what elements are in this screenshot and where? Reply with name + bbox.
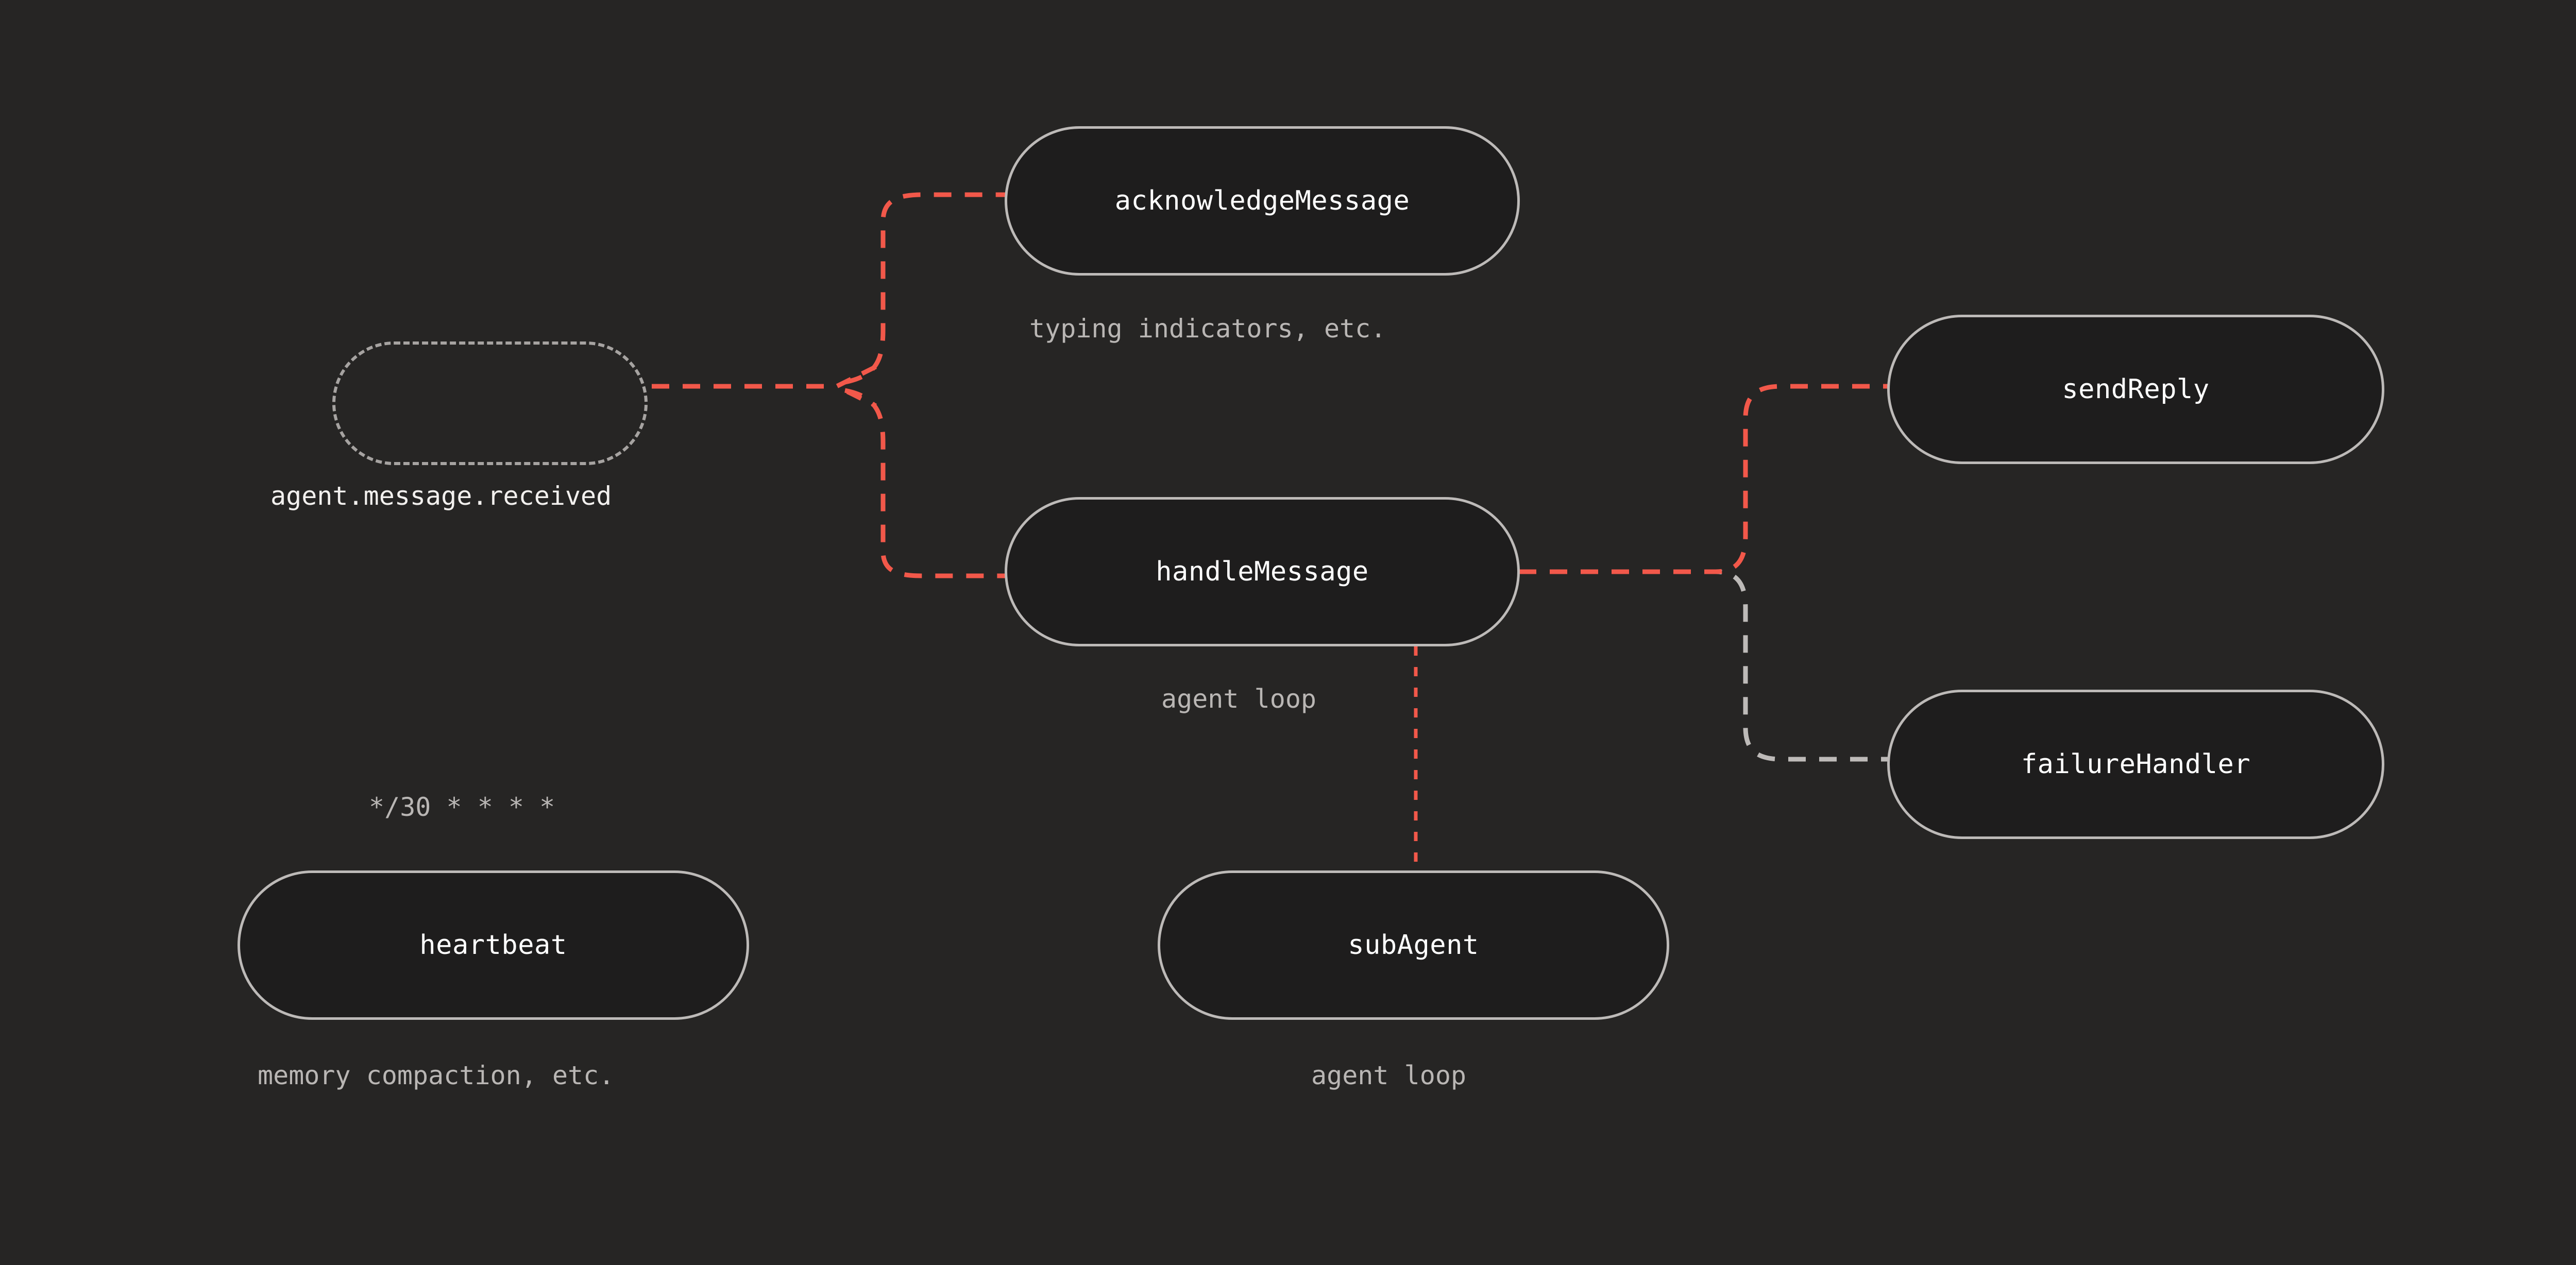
caption-acknowledge-message-note: typing indicators, etc. (1029, 314, 1386, 344)
node-trigger[interactable] (332, 341, 648, 465)
edge-trigger-to-acknowledgeMessage (844, 192, 1006, 385)
node-subagent-label: subAgent (1348, 930, 1479, 961)
node-acknowledge-message[interactable]: acknowledgeMessage (1005, 126, 1520, 276)
node-failure-handler[interactable]: failureHandler (1887, 690, 2384, 839)
caption-handle-message-note: agent loop (1161, 684, 1317, 714)
edge-handleMessage-to-sendReply (1519, 384, 1888, 574)
caption-trigger-event-name: agent.message.received (270, 481, 612, 511)
node-acknowledge-message-label: acknowledgeMessage (1114, 185, 1410, 216)
edge-handleMessage-to-failureHandler (1519, 569, 1888, 762)
node-handle-message-label: handleMessage (1156, 556, 1369, 587)
edge-trigger-to-handleMessage (844, 388, 1006, 578)
node-send-reply[interactable]: sendReply (1887, 315, 2384, 464)
edge-trigger-arrowhead (831, 364, 877, 408)
caption-cron-expression: */30 * * * * (369, 792, 555, 822)
caption-subagent-note: agent loop (1311, 1061, 1467, 1090)
node-heartbeat-label: heartbeat (419, 930, 567, 961)
node-handle-message[interactable]: handleMessage (1005, 497, 1520, 646)
node-subagent[interactable]: subAgent (1158, 870, 1669, 1020)
node-failure-handler-label: failureHandler (2021, 749, 2251, 780)
node-send-reply-label: sendReply (2062, 374, 2210, 405)
caption-heartbeat-note: memory compaction, etc. (258, 1061, 615, 1090)
node-heartbeat[interactable]: heartbeat (238, 870, 749, 1020)
